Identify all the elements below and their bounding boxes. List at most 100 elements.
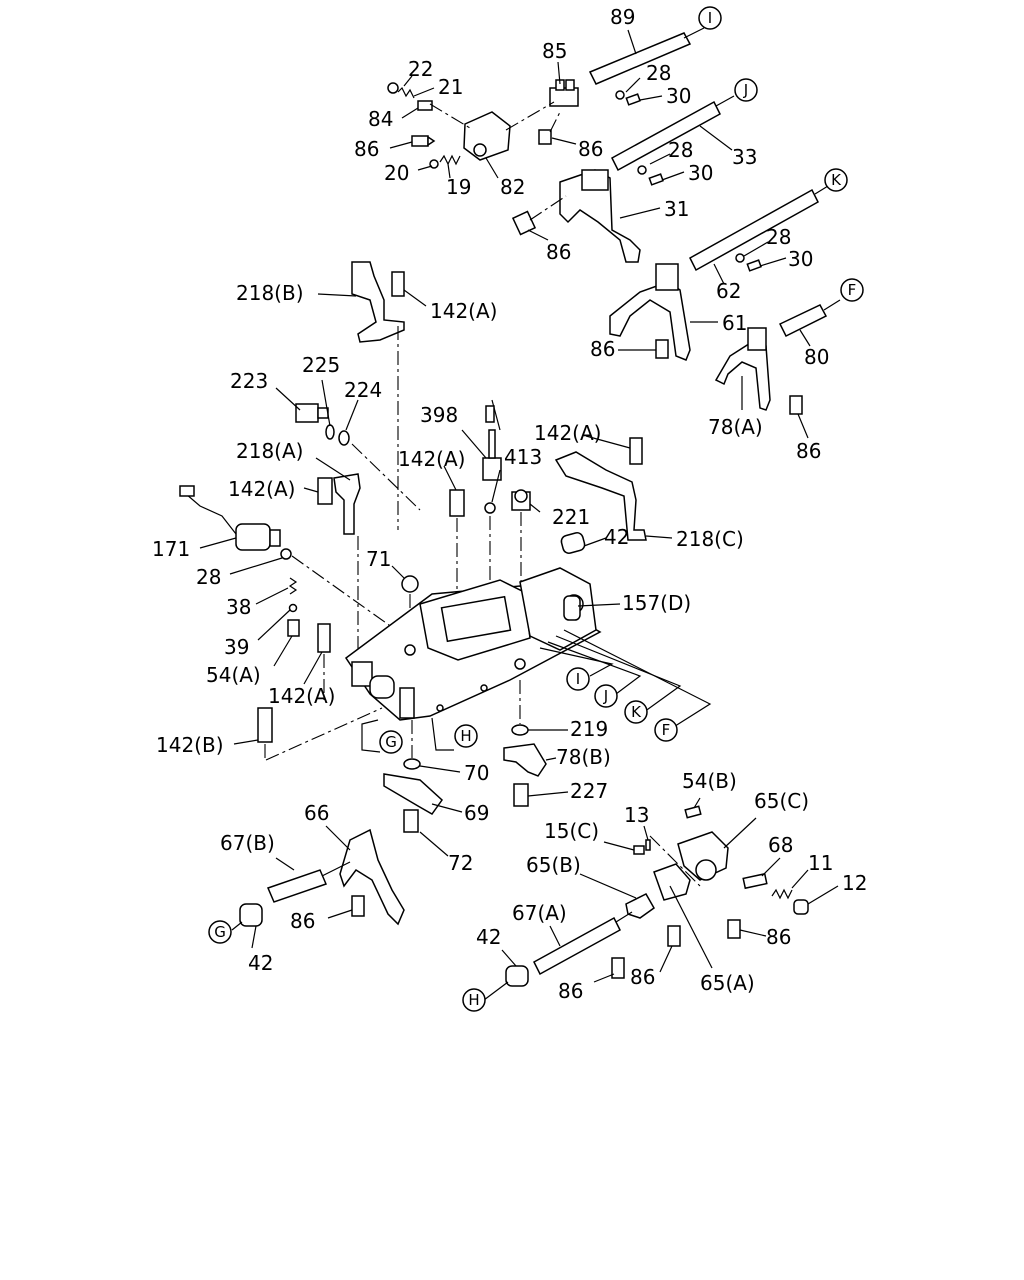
label-225: 225 [302, 353, 340, 377]
label-38: 38 [226, 595, 251, 619]
label-86-b: 86 [578, 137, 603, 161]
circle-letter-h-mid: H [454, 724, 478, 748]
reference-letters: I J K F I J K F G H G H [208, 6, 864, 1012]
pin-13 [645, 839, 651, 851]
bolt-142a-right [629, 437, 643, 465]
label-22: 22 [408, 57, 433, 81]
ball-28-left [280, 548, 292, 560]
label-39: 39 [224, 635, 249, 659]
circle-letter-k-mid: K [624, 700, 648, 724]
label-61: 61 [722, 311, 747, 335]
label-42-a: 42 [604, 525, 629, 549]
washer-225 [325, 424, 335, 440]
plug-12 [793, 899, 809, 915]
label-86-d: 86 [590, 337, 615, 361]
circle-letter-f-top: F [840, 278, 864, 302]
bolt-86-i [667, 925, 681, 947]
label-28-mid: 28 [668, 138, 693, 162]
switch-398 [482, 399, 502, 481]
washer-219 [511, 724, 529, 736]
sensor-223 [295, 403, 329, 423]
shift-fork-66 [339, 828, 405, 926]
circle-letter-i-mid: I [566, 667, 590, 691]
bolt-142a-mid [449, 489, 465, 517]
label-67b: 67(B) [220, 831, 275, 855]
bolt-86-f [351, 895, 365, 917]
circle-letter-i-top: I [698, 6, 722, 30]
bolt-86-h [611, 957, 625, 979]
label-42-b: 42 [476, 925, 501, 949]
washer-70 [403, 758, 421, 770]
label-68: 68 [768, 833, 793, 857]
shift-rail-62 [689, 185, 829, 272]
label-13: 13 [624, 803, 649, 827]
pin-30-mid [648, 173, 664, 186]
shift-cover-housing [344, 567, 602, 721]
label-30-right: 30 [788, 247, 813, 271]
ball-28-right [735, 253, 745, 263]
shift-rail-67a [533, 911, 633, 976]
bolt-142a-left [317, 477, 333, 505]
label-398: 398 [420, 403, 458, 427]
bolt-86-d [655, 339, 669, 359]
pin-54b [684, 805, 702, 819]
rail-ref-i [539, 647, 614, 677]
label-66: 66 [304, 801, 329, 825]
label-42-c: 42 [248, 951, 273, 975]
svg-text:I: I [708, 9, 712, 27]
circle-letter-j-top: J [734, 78, 758, 102]
label-21: 21 [438, 75, 463, 99]
shift-rail-33 [611, 95, 735, 172]
pin-54a [287, 619, 300, 637]
label-11: 11 [808, 851, 833, 875]
lever-69 [383, 773, 443, 815]
label-70: 70 [464, 761, 489, 785]
label-67a: 67(A) [512, 901, 567, 925]
rail-ref-j [547, 641, 642, 695]
plug-22 [387, 82, 399, 94]
label-142a-left: 142(A) [228, 477, 295, 501]
spring-19 [439, 154, 461, 166]
shift-block-82 [463, 111, 511, 161]
label-142b: 142(B) [156, 733, 224, 757]
label-33: 33 [732, 145, 757, 169]
svg-text:J: J [603, 687, 608, 705]
pipe-42-lower [505, 965, 529, 987]
lever-65b [625, 893, 655, 919]
bolt-142b [257, 707, 273, 743]
label-223: 223 [230, 369, 268, 393]
label-227: 227 [570, 779, 608, 803]
label-84: 84 [368, 107, 393, 131]
ball-28-mid [637, 165, 647, 175]
svg-text:G: G [385, 733, 397, 751]
pin-15c [633, 845, 645, 855]
label-224: 224 [344, 378, 382, 402]
label-71: 71 [366, 547, 391, 571]
svg-text:J: J [743, 81, 748, 99]
rail-ref-k [555, 635, 682, 713]
label-142a-lower: 142(A) [268, 684, 335, 708]
label-20: 20 [384, 161, 409, 185]
label-142a-top: 142(A) [430, 299, 497, 323]
bolt-142a-top [391, 271, 405, 297]
label-28-top: 28 [646, 61, 671, 85]
shift-rail-89 [588, 27, 705, 85]
sensor-171 [179, 485, 281, 551]
label-54a: 54(A) [206, 663, 261, 687]
label-157d: 157(D) [622, 591, 691, 615]
label-30-mid: 30 [688, 161, 713, 185]
label-28-right: 28 [766, 225, 791, 249]
shift-rail-80 [778, 299, 841, 338]
pin-68 [742, 872, 768, 890]
cover-bolt-157d [563, 595, 581, 621]
washer-224 [338, 430, 350, 446]
bracket-218b [351, 261, 405, 343]
svg-text:G: G [214, 923, 226, 941]
svg-text:H: H [460, 727, 471, 745]
label-86-a: 86 [354, 137, 379, 161]
shift-fork-78a [714, 327, 771, 411]
bolt-72 [403, 809, 419, 833]
svg-text:I: I [576, 670, 580, 688]
circle-letter-j-mid: J [594, 684, 618, 708]
label-218a: 218(A) [236, 439, 303, 463]
